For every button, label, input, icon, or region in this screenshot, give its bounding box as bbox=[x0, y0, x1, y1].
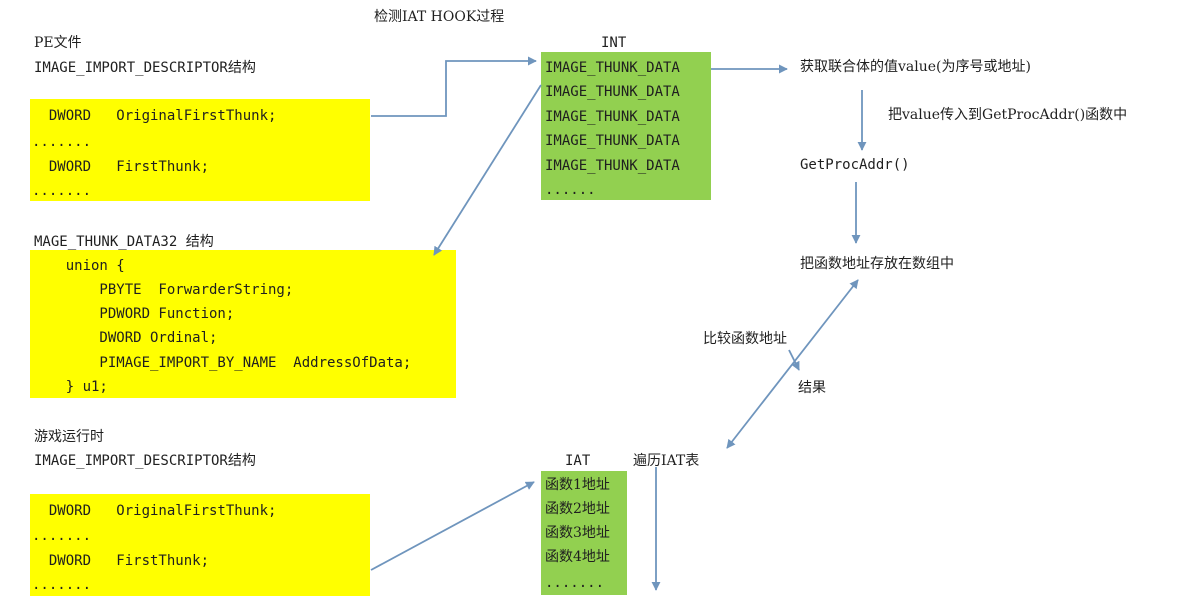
iat-row: 函数3地址 bbox=[545, 525, 610, 541]
thunk-line-address-of-data: PIMAGE_IMPORT_BY_NAME AddressOfData; bbox=[32, 355, 412, 371]
pe-line-ellipsis-2: ....... bbox=[32, 183, 92, 199]
runtime-line-original-first-thunk: DWORD OriginalFirstThunk; bbox=[32, 503, 277, 519]
flow-compare: 比较函数地址 bbox=[703, 331, 787, 347]
int-table-label: INT bbox=[601, 35, 627, 51]
thunk-line-function: PDWORD Function; bbox=[32, 306, 235, 322]
iat-table-box: 函数1地址 函数2地址 函数3地址 函数4地址 ....... bbox=[541, 471, 627, 595]
iat-row: ....... bbox=[545, 575, 605, 591]
runtime-line-first-thunk: DWORD FirstThunk; bbox=[32, 553, 210, 569]
thunk-struct-title: MAGE_THUNK_DATA32 结构 bbox=[34, 234, 214, 250]
iat-row: 函数1地址 bbox=[545, 477, 610, 493]
pe-line-first-thunk: DWORD FirstThunk; bbox=[32, 159, 210, 175]
int-row: IMAGE_THUNK_DATA bbox=[545, 133, 680, 149]
runtime-line-ellipsis-2: ....... bbox=[32, 577, 92, 593]
flow-getprocaddr: GetProcAddr() bbox=[800, 157, 910, 173]
runtime-import-descriptor-title: IMAGE_IMPORT_DESCRIPTOR结构 bbox=[34, 453, 256, 469]
int-table-box: IMAGE_THUNK_DATA IMAGE_THUNK_DATA IMAGE_… bbox=[541, 52, 711, 200]
thunk-line-forwarder-string: PBYTE ForwarderString; bbox=[32, 282, 294, 298]
flow-get-value: 获取联合体的值value(为序号或地址) bbox=[800, 59, 1031, 75]
int-row: IMAGE_THUNK_DATA bbox=[545, 109, 680, 125]
thunk-struct-box: union { PBYTE ForwarderString; PDWORD Fu… bbox=[30, 250, 456, 398]
int-row: IMAGE_THUNK_DATA bbox=[545, 84, 680, 100]
arrow-runtime-to-iat bbox=[370, 481, 535, 571]
pe-file-label: PE文件 bbox=[34, 35, 82, 51]
int-row: ...... bbox=[545, 182, 596, 198]
thunk-line-ordinal: DWORD Ordinal; bbox=[32, 330, 218, 346]
flow-traverse-iat: 遍历IAT表 bbox=[633, 453, 700, 469]
pe-line-ellipsis-1: ....... bbox=[32, 134, 92, 150]
arrow-compare-to-store bbox=[726, 279, 859, 449]
thunk-line-union-close: } u1; bbox=[32, 379, 108, 395]
pe-import-descriptor-title: IMAGE_IMPORT_DESCRIPTOR结构 bbox=[34, 60, 256, 76]
diagram-title: 检测IAT HOOK过程 bbox=[374, 9, 505, 25]
runtime-line-ellipsis-1: ....... bbox=[32, 528, 92, 544]
int-row: IMAGE_THUNK_DATA bbox=[545, 158, 680, 174]
runtime-label: 游戏运行时 bbox=[34, 429, 104, 445]
flow-pass-value: 把value传入到GetProcAddr()函数中 bbox=[888, 107, 1128, 123]
arrow-int-to-thunk-struct bbox=[433, 84, 542, 256]
iat-row: 函数2地址 bbox=[545, 501, 610, 517]
iat-row: 函数4地址 bbox=[545, 549, 610, 565]
iat-table-label: IAT bbox=[565, 453, 591, 469]
pe-import-descriptor-box: DWORD OriginalFirstThunk; ....... DWORD … bbox=[30, 99, 370, 201]
arrow-pe-to-int bbox=[371, 56, 537, 117]
arrow-compare-to-result bbox=[788, 349, 800, 371]
thunk-line-union-open: union { bbox=[32, 258, 125, 274]
flow-store-address: 把函数地址存放在数组中 bbox=[800, 256, 954, 272]
int-row: IMAGE_THUNK_DATA bbox=[545, 60, 680, 76]
pe-line-original-first-thunk: DWORD OriginalFirstThunk; bbox=[32, 108, 277, 124]
runtime-import-descriptor-box: DWORD OriginalFirstThunk; ....... DWORD … bbox=[30, 494, 370, 596]
flow-result: 结果 bbox=[798, 380, 826, 396]
